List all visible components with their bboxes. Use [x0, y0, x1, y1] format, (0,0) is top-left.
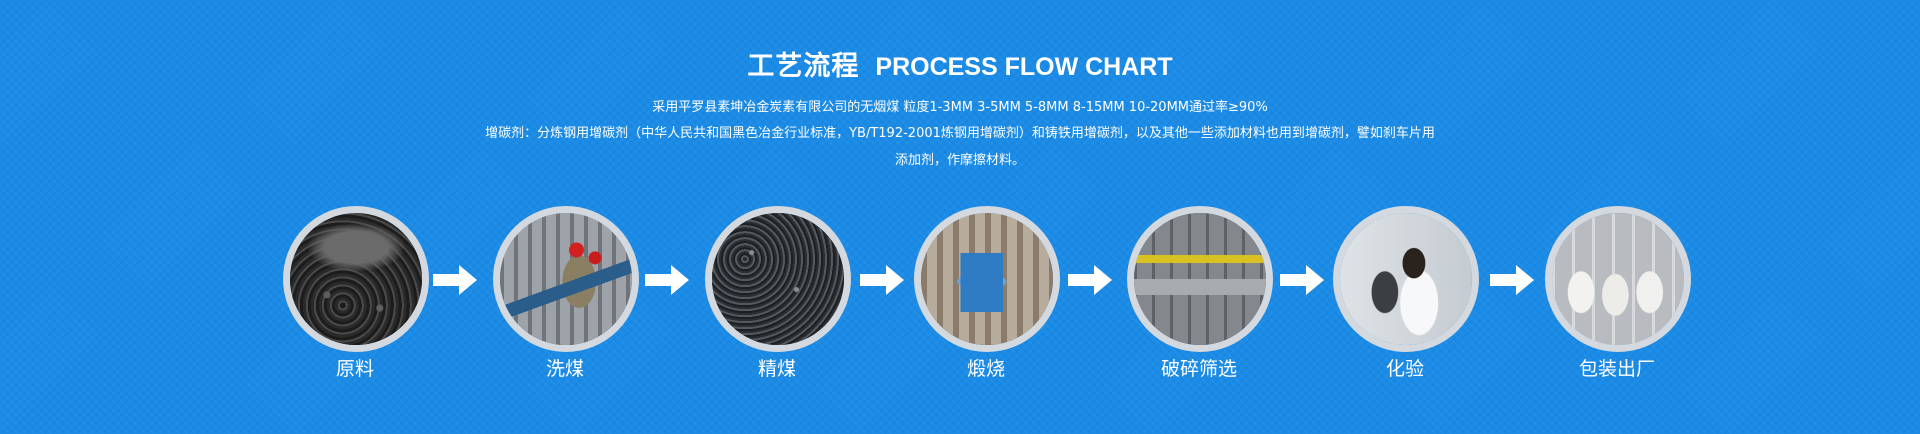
section-title: 工艺流程 PROCESS FLOW CHART [0, 44, 1920, 83]
step-image-ring [493, 206, 639, 352]
arrow-right-icon [645, 265, 689, 295]
arrow-right-icon [1490, 265, 1534, 295]
step-label: 煅烧 [966, 358, 1005, 380]
step-laboratory-test[interactable]: 化验 [1330, 206, 1480, 386]
title-english: PROCESS FLOW CHART [875, 53, 1173, 81]
step-raw-material[interactable]: 原料 [280, 206, 430, 386]
step-image-ring [914, 206, 1060, 352]
process-flow: 原料 洗煤 精煤 煅烧 [0, 206, 1920, 386]
title-chinese: 工艺流程 [747, 51, 860, 82]
step-label: 洗煤 [545, 358, 584, 380]
step-coal-washing[interactable]: 洗煤 [490, 206, 640, 386]
arrow-right-icon [860, 265, 904, 295]
laboratory-photo [1340, 213, 1472, 345]
step-label: 破碎筛选 [1160, 358, 1237, 380]
calcination-photo [921, 213, 1053, 345]
coal-washing-photo [500, 213, 632, 345]
step-packaging-shipping[interactable]: 包装出厂 [1542, 206, 1692, 386]
packaging-photo [1552, 213, 1684, 345]
step-crushing-screening[interactable]: 破碎筛选 [1124, 206, 1274, 386]
coal-pile-photo [290, 213, 422, 345]
arrow-right-icon [433, 265, 477, 295]
arrow-right-icon [1068, 265, 1112, 295]
description-line-1: 采用平罗县素坤冶金炭素有限公司的无烟煤 粒度1-3MM 3-5MM 5-8MM … [652, 100, 1268, 115]
step-label: 化验 [1385, 358, 1424, 380]
step-image-ring [1333, 206, 1479, 352]
step-refined-coal[interactable]: 精煤 [702, 206, 852, 386]
step-image-ring [1127, 206, 1273, 352]
description-line-2: 增碳剂：分炼钢用增碳剂（中华人民共和国黑色冶金行业标准，YB/T192-2001… [485, 126, 1435, 168]
refined-coal-photo [712, 213, 844, 345]
step-label: 原料 [335, 358, 374, 380]
step-label: 包装出厂 [1578, 358, 1655, 380]
step-calcination[interactable]: 煅烧 [911, 206, 1061, 386]
crushing-screening-photo [1134, 213, 1266, 345]
step-label: 精煤 [757, 358, 796, 380]
step-image-ring [705, 206, 851, 352]
step-image-ring [283, 206, 429, 352]
arrow-right-icon [1280, 265, 1324, 295]
step-image-ring [1545, 206, 1691, 352]
